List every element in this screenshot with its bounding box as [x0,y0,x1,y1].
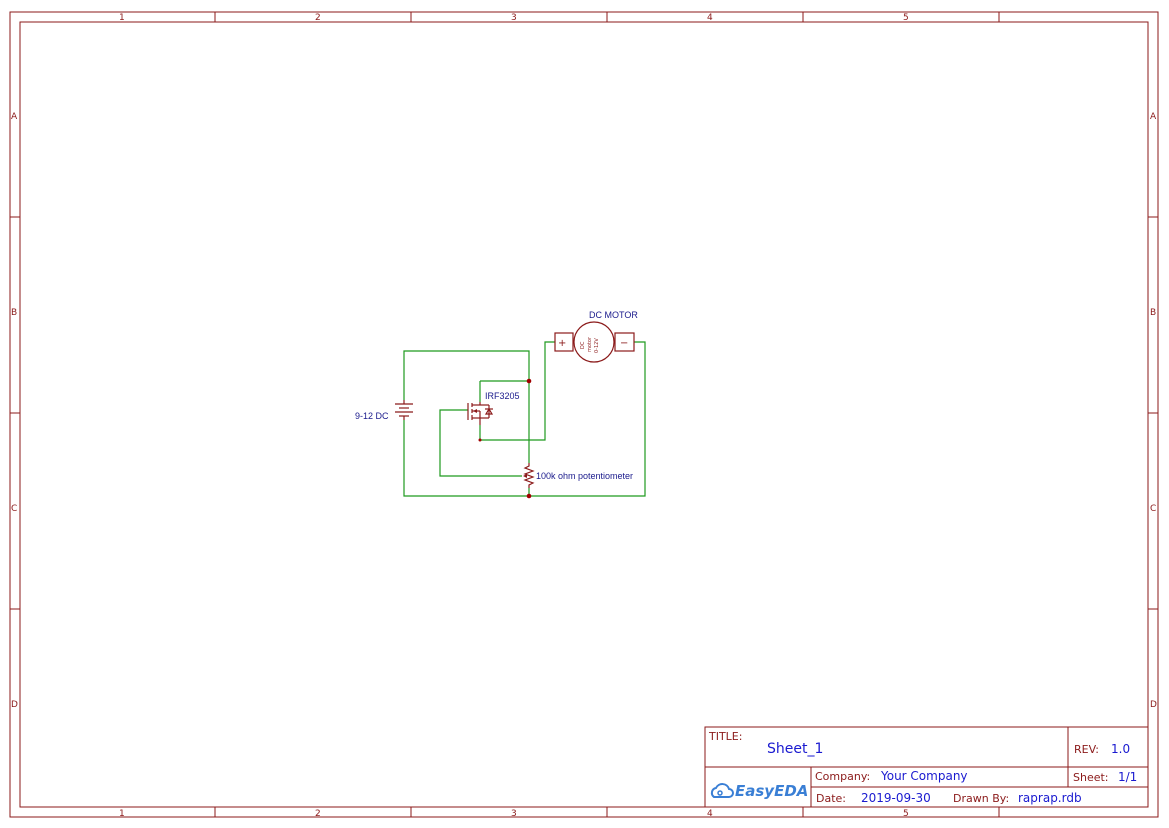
title-key: TITLE: [708,730,742,743]
col-label: 1 [119,13,125,23]
sheet-value: 1/1 [1118,770,1137,784]
motor-text-line: DC [580,341,586,349]
col-label: 1 [119,809,125,819]
col-label: 3 [511,809,517,819]
company-key: Company: [815,770,870,783]
col-label: 2 [315,809,321,819]
dc-motor-symbol: DC motor 0-12V + − [554,321,635,363]
easyeda-logo: EasyEDA [710,782,808,800]
battery-symbol [395,400,413,420]
row-label: A [1150,112,1157,122]
row-ticks [10,216,1158,610]
inner-frame [19,21,1149,808]
row-label: B [1150,308,1156,318]
sheet-key: Sheet: [1073,771,1109,784]
potentiometer-symbol [523,463,535,488]
drawn-by-key: Drawn By: [953,792,1009,805]
mosfet-label: IRF3205 [485,391,520,401]
column-labels-top: 1 2 3 4 5 [119,13,909,23]
date-value: 2019-09-30 [861,791,931,805]
column-labels-bottom: 1 2 3 4 5 [119,809,909,819]
cloud-icon [710,783,734,798]
motor-text-line: 0-12V [594,338,600,353]
wire-gate-to-wiper [439,409,522,477]
title-value: Sheet_1 [767,741,823,757]
motor-label: DC MOTOR [589,310,638,320]
motor-minus: − [620,338,628,349]
col-label: 5 [903,13,909,23]
row-label: C [1150,504,1156,514]
mosfet-symbol [467,402,494,425]
wire-battery-top [403,350,530,400]
junction-dot [478,438,482,442]
junction-dot [526,378,532,384]
outer-frame [9,11,1159,818]
col-label: 2 [315,13,321,23]
battery-label: 9-12 DC [355,411,389,421]
junction-dot [526,493,532,499]
row-labels-left: A B C D [11,112,18,710]
logo-text: EasyEDA [735,782,808,800]
motor-text-line: motor [587,336,593,352]
row-label: C [11,504,17,514]
row-label: D [1150,700,1157,710]
wire-source-to-motor [479,341,555,441]
rev-value: 1.0 [1111,742,1130,756]
rev-key: REV: [1074,743,1099,756]
potentiometer-label: 100k ohm potentiometer [536,471,633,481]
company-value: Your Company [880,769,968,783]
row-label: A [11,112,18,122]
col-label: 3 [511,13,517,23]
circuit: 9-12 DC IRF3205 100k ohm potentiometer [355,310,646,499]
column-ticks [214,12,1000,817]
row-label: B [11,308,17,318]
row-label: D [11,700,18,710]
title-block: TITLE: Sheet_1 REV: 1.0 Company: Your Co… [704,726,1149,808]
col-label: 4 [707,809,713,819]
col-label: 4 [707,13,713,23]
motor-plus: + [558,338,566,349]
date-key: Date: [816,792,846,805]
row-labels-right: A B C D [1150,112,1157,710]
col-label: 5 [903,809,909,819]
drawn-by-value: raprap.rdb [1018,791,1082,805]
wire-battery-bottom-to-motor [403,341,646,497]
